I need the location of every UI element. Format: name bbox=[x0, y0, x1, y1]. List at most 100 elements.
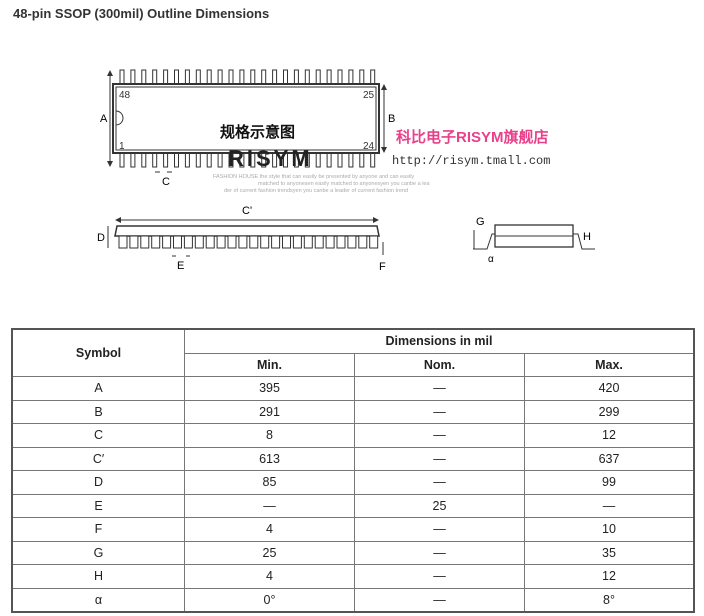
pin bbox=[315, 151, 321, 168]
cell-nom: 25 bbox=[354, 493, 525, 518]
pin bbox=[206, 151, 212, 168]
cell-min: 25 bbox=[184, 540, 355, 565]
watermark-store: 科比电子RISYM旗舰店 bbox=[396, 128, 549, 146]
pin bbox=[228, 69, 234, 86]
pin bbox=[359, 151, 365, 168]
cell-min: 0° bbox=[184, 587, 355, 613]
cell-max: 10 bbox=[524, 517, 695, 542]
cell-symbol: C′ bbox=[11, 446, 185, 471]
cell-max: 637 bbox=[524, 446, 695, 471]
cell-symbol: H bbox=[11, 564, 185, 589]
cell-min: 8 bbox=[184, 423, 355, 448]
pin bbox=[315, 69, 321, 86]
watermark-url: http://risym.tmall.com bbox=[392, 154, 550, 168]
col-header-min: Min. bbox=[184, 352, 355, 377]
pin bbox=[314, 235, 324, 249]
pin bbox=[250, 69, 256, 86]
cell-min: — bbox=[184, 493, 355, 518]
cell-min: 4 bbox=[184, 517, 355, 542]
pin bbox=[282, 235, 291, 249]
pin bbox=[347, 235, 357, 249]
cell-max: 99 bbox=[524, 470, 695, 495]
watermark-brand: RISYM bbox=[228, 146, 313, 171]
top-view-body bbox=[112, 83, 380, 154]
cell-max: — bbox=[524, 493, 695, 518]
pin bbox=[326, 69, 332, 86]
dim-label-F: F bbox=[379, 261, 386, 273]
cell-min: 613 bbox=[184, 446, 355, 471]
cell-min: 85 bbox=[184, 470, 355, 495]
dim-label-D: D bbox=[97, 232, 105, 244]
cell-nom: — bbox=[354, 587, 525, 613]
table-row: E—25— bbox=[11, 493, 695, 518]
pin bbox=[359, 69, 365, 86]
pin bbox=[141, 151, 147, 168]
pin bbox=[152, 69, 158, 86]
pin bbox=[140, 235, 150, 249]
pin bbox=[174, 151, 179, 168]
pin bbox=[195, 69, 201, 86]
pin bbox=[358, 235, 368, 249]
pin bbox=[348, 151, 354, 168]
cell-nom: — bbox=[354, 446, 525, 471]
pin bbox=[206, 69, 212, 86]
cell-symbol: α bbox=[11, 587, 185, 613]
dim-label-C: C bbox=[162, 176, 170, 188]
side-view-pins bbox=[118, 235, 379, 249]
cell-max: 420 bbox=[524, 376, 695, 401]
pin bbox=[238, 235, 248, 249]
cell-nom: — bbox=[354, 423, 525, 448]
watermark-caption: 规格示意图 bbox=[220, 123, 295, 141]
pin bbox=[271, 235, 281, 249]
pin bbox=[195, 151, 201, 168]
pin bbox=[283, 69, 288, 86]
cell-nom: — bbox=[354, 470, 525, 495]
pin bbox=[118, 235, 128, 249]
pin bbox=[130, 69, 136, 86]
cell-symbol: D bbox=[11, 470, 185, 495]
pin bbox=[129, 235, 139, 249]
cell-symbol: F bbox=[11, 517, 185, 542]
pin bbox=[184, 151, 190, 168]
watermark-tagline-3: der of current fashion trendsyen you can… bbox=[224, 188, 408, 194]
col-header-nom: Nom. bbox=[354, 352, 525, 377]
pin-label-48: 48 bbox=[119, 90, 131, 101]
table-row: C′613—637 bbox=[11, 446, 695, 471]
cell-max: 8° bbox=[524, 587, 695, 613]
watermark-tagline-1: FASHION HOUSE the style that can easily … bbox=[213, 174, 414, 180]
cell-min: 395 bbox=[184, 376, 355, 401]
group-header: Dimensions in mil bbox=[184, 328, 695, 354]
col-header-max: Max. bbox=[524, 352, 695, 377]
pin bbox=[141, 69, 147, 86]
top-view-pins bbox=[119, 69, 376, 168]
cell-nom: — bbox=[354, 540, 525, 565]
pin bbox=[183, 235, 193, 249]
pin bbox=[174, 69, 179, 86]
dim-label-alpha: α bbox=[488, 254, 494, 265]
pin bbox=[337, 151, 343, 168]
dimensions-table: Symbol Dimensions in mil Min. Nom. Max. … bbox=[11, 328, 695, 613]
dim-label-A: A bbox=[100, 113, 108, 125]
cell-nom: — bbox=[354, 564, 525, 589]
pin bbox=[337, 69, 343, 86]
pin bbox=[163, 69, 169, 86]
pin bbox=[216, 235, 226, 249]
pin bbox=[260, 235, 270, 249]
pin bbox=[217, 69, 223, 86]
pin bbox=[326, 151, 332, 168]
cell-min: 4 bbox=[184, 564, 355, 589]
pin bbox=[173, 235, 182, 249]
pin bbox=[261, 69, 267, 86]
cell-symbol: G bbox=[11, 540, 185, 565]
pin1-notch bbox=[115, 110, 124, 126]
dim-label-G: G bbox=[476, 216, 485, 228]
pin bbox=[119, 151, 125, 168]
pin bbox=[370, 151, 376, 168]
cell-nom: — bbox=[354, 376, 525, 401]
pin bbox=[369, 235, 379, 249]
